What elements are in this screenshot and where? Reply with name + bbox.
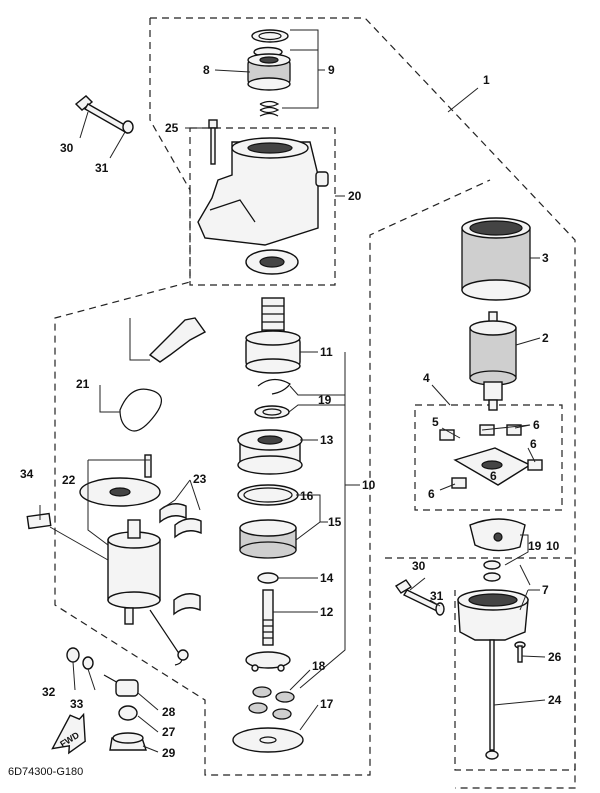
cap-29	[109, 732, 147, 751]
terminal-28	[103, 674, 139, 697]
label-18: 18	[312, 659, 326, 673]
label-30b: 30	[412, 559, 426, 573]
label-17: 17	[320, 697, 334, 711]
label-2: 2	[542, 331, 549, 345]
assembly-boundary-left	[54, 18, 491, 776]
label-34: 34	[20, 467, 34, 481]
fwd-arrow-icon: FWD	[51, 712, 86, 755]
internal-gear-15	[239, 519, 297, 559]
rear-cover-7	[457, 560, 529, 641]
armature-2	[469, 311, 517, 411]
label-15: 15	[328, 515, 342, 529]
label-12: 12	[320, 605, 334, 619]
through-bolt-24	[485, 639, 499, 760]
bolt-30-right	[394, 579, 441, 612]
label-20: 20	[348, 189, 362, 203]
screw-26	[514, 641, 526, 663]
label-24: 24	[548, 693, 562, 707]
label-32: 32	[42, 685, 56, 699]
label-23: 23	[193, 472, 207, 486]
label-28: 28	[162, 705, 176, 719]
drive-shaft-11	[245, 297, 301, 374]
label-7: 7	[542, 583, 549, 597]
group-boundary-24	[385, 557, 576, 771]
assembly-boundary-main	[150, 17, 576, 789]
nut-32	[66, 647, 80, 663]
label-plate-34	[26, 512, 52, 530]
label-8: 8	[203, 63, 210, 77]
brush-plate-19	[469, 518, 526, 552]
label-9: 9	[328, 63, 335, 77]
nut-27	[118, 705, 138, 721]
diagram-code: 6D74300-G180	[8, 766, 83, 778]
label-5: 5	[432, 415, 439, 429]
front-housing-20	[197, 137, 329, 275]
plate-17	[232, 727, 304, 753]
motor-body-22	[79, 454, 189, 666]
brush-holder-4	[439, 424, 543, 489]
label-29: 29	[162, 746, 176, 760]
label-19a: 19	[318, 393, 332, 407]
washer-33	[82, 656, 94, 670]
label-30a: 30	[60, 141, 74, 155]
label-6d: 6	[428, 487, 435, 501]
label-25: 25	[165, 121, 179, 135]
label-6a: 6	[533, 418, 540, 432]
yoke-3	[461, 217, 531, 301]
label-13: 13	[320, 433, 334, 447]
label-6c: 6	[490, 469, 497, 483]
washer-14	[257, 572, 279, 584]
label-4: 4	[423, 371, 430, 385]
gear-holder-13	[237, 429, 303, 475]
label-27: 27	[162, 725, 176, 739]
label-16: 16	[300, 489, 314, 503]
callout-labels: 1 3 2 4 5 6 6 6 6 19 10 7 30 31 26 24 8 …	[20, 63, 562, 760]
group-boundary-20	[189, 127, 336, 286]
label-10a: 10	[362, 478, 376, 492]
planet-gears-18	[248, 686, 295, 720]
label-14: 14	[320, 571, 334, 585]
label-22: 22	[62, 473, 76, 487]
gasket-16	[237, 484, 299, 506]
washer-31-top	[122, 120, 134, 134]
label-6b: 6	[530, 437, 537, 451]
label-21: 21	[76, 377, 90, 391]
label-31a: 31	[95, 161, 109, 175]
label-31b: 31	[430, 589, 444, 603]
planet-shaft-12	[245, 589, 291, 672]
leader-lines	[39, 29, 546, 753]
label-1: 1	[483, 73, 490, 87]
washer-31-right	[435, 602, 445, 616]
bolt-25	[208, 119, 218, 165]
damper-pieces-23	[159, 503, 202, 616]
pinion-group	[247, 29, 291, 117]
bolt-30-top	[74, 95, 131, 134]
label-10b: 10	[546, 539, 560, 553]
label-19b: 19	[528, 539, 542, 553]
circlip-19	[254, 378, 291, 419]
label-3: 3	[542, 251, 549, 265]
label-26: 26	[548, 650, 562, 664]
label-33: 33	[70, 697, 84, 711]
shift-lever-21	[119, 317, 207, 432]
label-11: 11	[320, 345, 333, 359]
